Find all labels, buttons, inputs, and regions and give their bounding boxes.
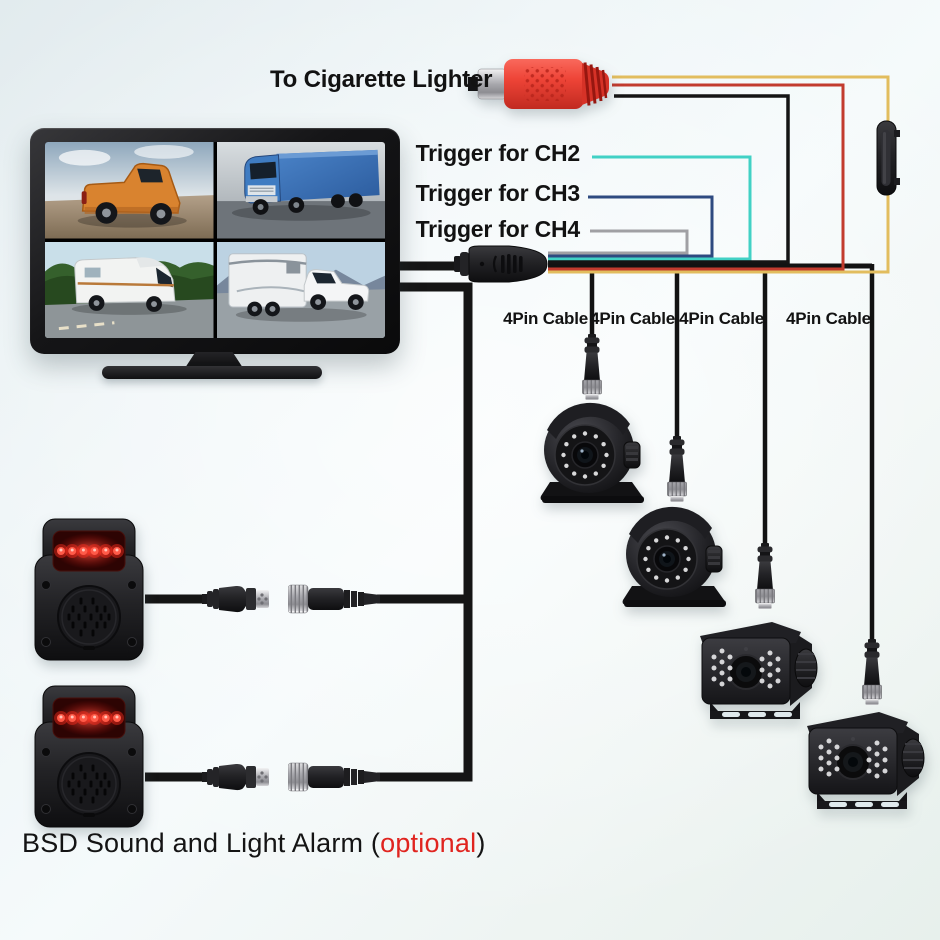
4pin-cable-label-2: 4Pin Cable	[590, 309, 675, 328]
bsd-caption-text: BSD Sound and Light Alarm	[22, 828, 371, 858]
4pin-cable-label-3: 4Pin Cable	[679, 309, 764, 328]
pickup-towing-trailer-image	[216, 241, 385, 338]
trigger-ch2-label: Trigger for CH2	[415, 140, 581, 166]
bsd1-male-connector	[202, 584, 276, 614]
trigger-ch2-wire	[548, 155, 752, 261]
quad-view-monitor	[30, 128, 400, 354]
cigarette-lighter-label: To Cigarette Lighter	[270, 66, 493, 93]
camera-view-white-motorhome	[45, 241, 214, 338]
4pin-cable-label-4: 4Pin Cable	[786, 309, 871, 328]
blue-semi-truck-image	[216, 142, 385, 239]
trigger-ch4-wire	[548, 229, 689, 255]
bsd-alarm-1	[33, 517, 145, 662]
optional-text: optional	[380, 828, 477, 858]
camera-view-orange-pickup-truck	[45, 142, 214, 239]
trigger-ch3-wire	[548, 195, 714, 258]
harness-connector	[454, 244, 549, 284]
bsd-alarm-caption: BSD Sound and Light Alarm (optional)	[22, 828, 486, 859]
camera-view-blue-semi-truck	[216, 142, 385, 239]
paren-close: )	[476, 828, 486, 858]
monitor-screen	[45, 142, 385, 338]
white-motorhome-image	[45, 241, 214, 338]
4pin-connector-3	[753, 543, 777, 611]
bsd1-female-connector	[288, 581, 380, 617]
monitor-stand-neck	[185, 352, 243, 368]
paren-open: (	[370, 828, 381, 858]
4pin-connector-2	[665, 436, 689, 504]
side-camera-2	[614, 504, 734, 609]
4pin-cable-label-1: 4Pin Cable	[503, 309, 588, 328]
trigger-ch3-label: Trigger for CH3	[415, 180, 581, 206]
bsd2-female-connector	[288, 759, 380, 795]
trigger-ch4-label: Trigger for CH4	[415, 216, 581, 242]
camera-view-pickup-towing-trailer	[216, 241, 385, 338]
power-black-wire	[548, 94, 790, 264]
bsd-alarm-2	[33, 684, 145, 829]
side-camera-1	[532, 400, 652, 505]
power-red-wire	[548, 83, 845, 271]
4pin-connector-4	[860, 639, 884, 707]
monitor-to-bsd-cable	[377, 282, 473, 782]
inline-switch	[874, 118, 902, 198]
monitor-stand-base	[102, 366, 322, 379]
bsd2-male-connector	[202, 762, 276, 792]
orange-pickup-truck-image	[45, 142, 214, 239]
4pin-connector-1	[580, 334, 604, 402]
rear-camera-2	[801, 706, 926, 811]
